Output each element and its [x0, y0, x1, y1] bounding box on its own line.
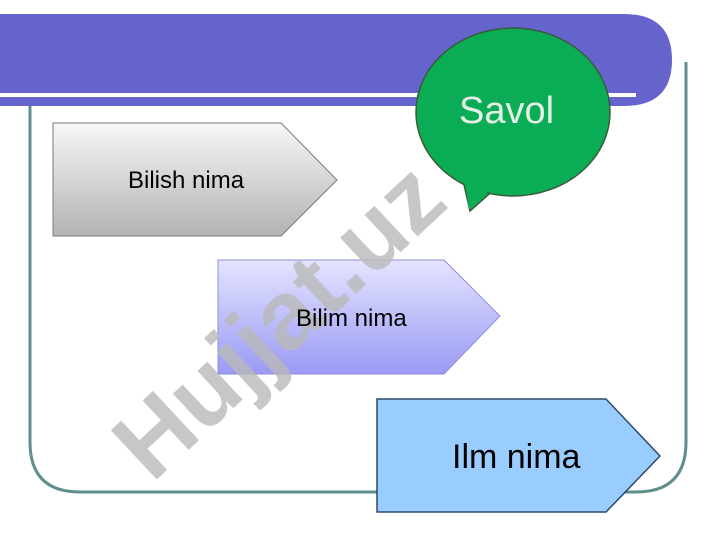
- flow-box-ilm-label: Ilm nima: [452, 438, 581, 476]
- flow-box-bilish: [52, 122, 338, 237]
- savol-speech-bubble: [415, 27, 611, 213]
- savol-bubble-label: Savol: [459, 90, 555, 132]
- flow-box-bilim: [217, 259, 501, 375]
- banner-underline: [0, 93, 636, 97]
- flow-box-bilish-label: Bilish nima: [128, 167, 245, 194]
- flow-box-bilim-label: Bilim nima: [296, 305, 407, 332]
- flow-box-ilm: [376, 398, 662, 513]
- slide-frame: [28, 62, 688, 494]
